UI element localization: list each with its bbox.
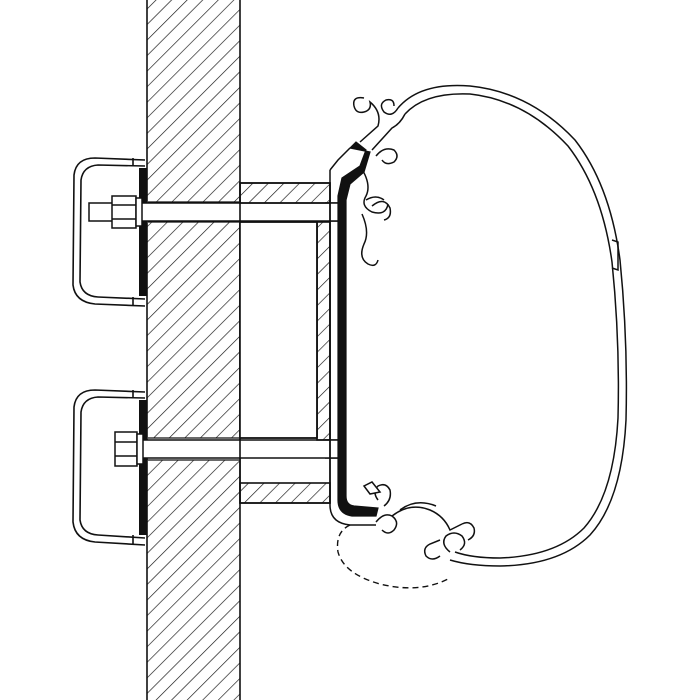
lower-bolt-handle (72, 389, 147, 546)
lower-profile-outline (336, 524, 451, 589)
awning-profile (352, 84, 628, 567)
spacer-block (239, 182, 331, 504)
upper-bolt (88, 195, 346, 229)
wall-section (146, 0, 241, 700)
upper-bolt-handle (72, 157, 147, 307)
mounting-adapter (329, 141, 379, 526)
